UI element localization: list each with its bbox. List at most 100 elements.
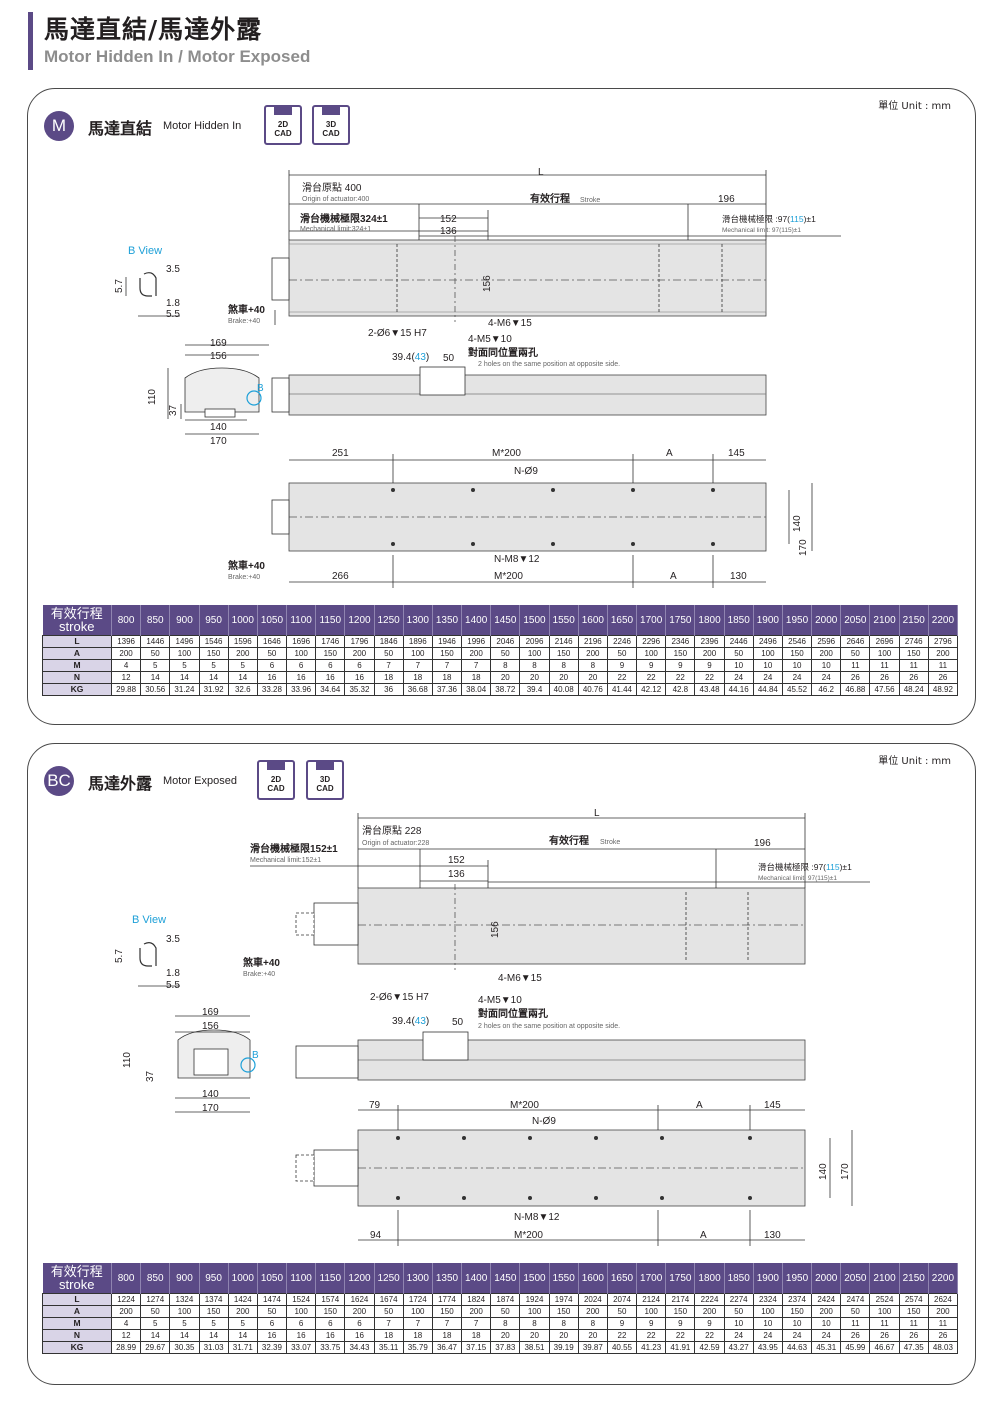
hole-spec-1: 2-Ø6▼15 H7 (370, 992, 429, 1003)
dim-m200-top: M*200 (510, 1100, 539, 1111)
table-cell: 36 (373, 683, 404, 696)
cad-3d-button[interactable]: 3D CAD (306, 760, 344, 800)
row-label: L (42, 635, 112, 648)
table-cell: 31.03 (198, 1341, 229, 1354)
table-cell: 11 (840, 1317, 871, 1330)
row-label: M (42, 659, 112, 672)
table-cell: 28.99 (110, 1341, 142, 1354)
section-title: 馬達外露 (88, 774, 153, 793)
table-cell: 2496 (752, 635, 783, 648)
mech-limit-left: 滑台機械極限324±1 (300, 212, 388, 225)
stroke-column-header: 2000 (811, 1263, 842, 1294)
section-title: 馬達直結 (88, 119, 153, 138)
table-cell: 39.19 (548, 1341, 579, 1354)
table-cell: 14 (198, 671, 229, 684)
stroke-column-header: 2200 (928, 1263, 959, 1294)
table-cell: 16 (256, 671, 288, 684)
opposite-holes-note: 對面同位置兩孔 (478, 1007, 548, 1020)
dim-169: 169 (210, 338, 227, 349)
table-cell: 6 (344, 659, 375, 672)
table-cell: 47.35 (898, 1341, 929, 1354)
table-cell: 1974 (548, 1293, 579, 1306)
table-cell: 8 (548, 659, 579, 672)
dim-3-5: 3.5 (166, 934, 180, 945)
stroke-column-header: 1550 (549, 1263, 579, 1294)
table-cell: 150 (198, 647, 229, 660)
table-cell: 9 (694, 659, 725, 672)
row-label: N (42, 671, 112, 684)
table-cell: 18 (461, 671, 492, 684)
dim-145: 145 (728, 448, 745, 459)
stroke-column-header: 1200 (344, 605, 375, 636)
table-cell: 2596 (811, 635, 842, 648)
table-cell: 100 (752, 647, 783, 660)
table-cell: 200 (110, 1305, 142, 1318)
table-cell: 42.59 (694, 1341, 725, 1354)
origin-label: 滑台原點 228 (362, 824, 422, 837)
section-badge: M (44, 111, 74, 141)
table-cell: 24 (723, 671, 754, 684)
table-cell: 11 (927, 1317, 959, 1330)
table-cell: 12 (110, 671, 142, 684)
table-cell: 29.67 (140, 1341, 171, 1354)
table-cell: 200 (461, 647, 492, 660)
cad-2d-button[interactable]: 2D CAD (257, 760, 295, 800)
table-cell: 16 (315, 1329, 346, 1342)
table-cell: 2274 (723, 1293, 754, 1306)
table-cell: 7 (461, 1317, 492, 1330)
table-cell: 150 (665, 647, 696, 660)
table-cell: 5 (140, 1317, 171, 1330)
stroke-column-header: 950 (199, 605, 229, 636)
stroke-column-header: 1850 (724, 1263, 754, 1294)
table-cell: 1996 (461, 635, 492, 648)
stroke-label: 有效行程 (530, 192, 570, 205)
table-cell: 150 (315, 1305, 346, 1318)
table-cell: 41.91 (665, 1341, 696, 1354)
b-marker: B (252, 1050, 259, 1061)
table-cell: 45.99 (840, 1341, 871, 1354)
dim-5-7: 5.7 (114, 279, 125, 293)
table-cell: 2346 (665, 635, 696, 648)
table-cell: 40.08 (548, 683, 579, 696)
table-cell: 4 (110, 1317, 142, 1330)
cad-3d-button[interactable]: 3D CAD (312, 105, 350, 145)
table-cell: 43.95 (752, 1341, 783, 1354)
table-cell: 200 (694, 647, 725, 660)
stroke-column-header: 1650 (607, 605, 638, 636)
table-cell: 50 (140, 1305, 171, 1318)
table-cell: 30.56 (140, 683, 171, 696)
table-cell: 20 (577, 1329, 608, 1342)
table-cell: 1596 (227, 635, 258, 648)
table-cell: 150 (431, 1305, 463, 1318)
origin-label-en: Origin of actuator:228 (362, 840, 429, 847)
table-cell: 200 (344, 647, 375, 660)
stroke-column-header: 1450 (490, 605, 521, 636)
table-cell: 8 (577, 1317, 608, 1330)
table-cell: 38.04 (461, 683, 492, 696)
table-cell: 1396 (110, 635, 142, 648)
table-cell: 5 (140, 659, 171, 672)
stroke-column-header: 1700 (636, 605, 667, 636)
cad-2d-button[interactable]: 2D CAD (264, 105, 302, 145)
table-cell: 18 (373, 671, 404, 684)
table-cell: 16 (344, 1329, 375, 1342)
table-cell: 9 (665, 659, 696, 672)
table-cell: 50 (490, 647, 521, 660)
table-cell: 24 (752, 1329, 783, 1342)
table-cell: 18 (431, 1329, 463, 1342)
table-cell: 22 (636, 1329, 667, 1342)
table-cell: 8 (548, 1317, 579, 1330)
table-cell: 22 (694, 671, 725, 684)
table-cell: 33.75 (315, 1341, 346, 1354)
thread-spec-m6: 4-M6▼15 (488, 318, 532, 329)
table-cell: 2146 (548, 635, 579, 648)
dim-196: 196 (754, 838, 771, 849)
table-cell: 50 (256, 1305, 288, 1318)
table-cell: 11 (898, 659, 929, 672)
table-cell: 20 (577, 671, 608, 684)
table-cell: 200 (227, 1305, 258, 1318)
b-view-label: B View (132, 914, 166, 926)
dim-37: 37 (145, 1070, 156, 1082)
table-cell: 6 (286, 1317, 317, 1330)
